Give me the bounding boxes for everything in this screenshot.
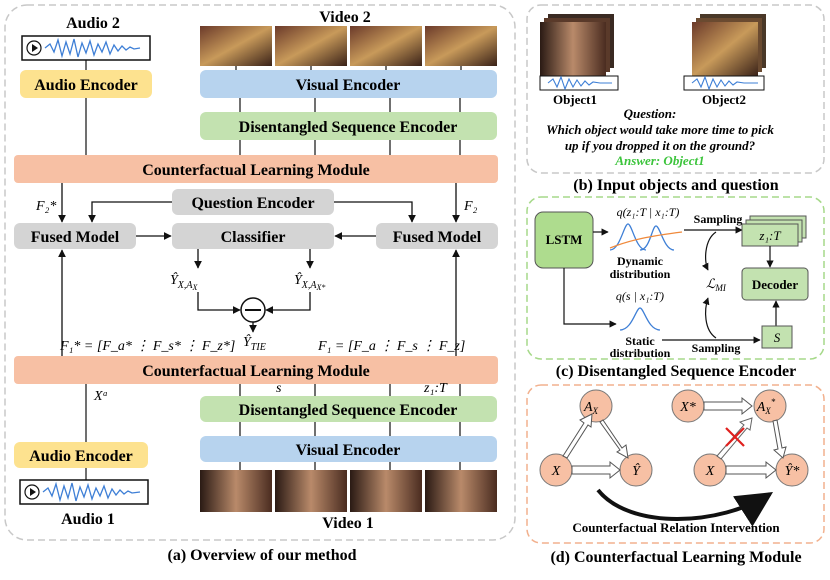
clm-top-label: Counterfactual Learning Module [142,162,370,179]
red-x-icon [725,427,745,447]
fused-model-left [14,223,136,249]
dynamic-label-2: distribution [610,267,671,281]
left-graph-arrows [562,413,629,480]
dse-bottom [200,396,497,422]
audio-encoder-top-label: Audio Encoder [34,77,138,94]
q-dynamic-label: q(z₁:T | x₁:T) [617,205,680,219]
node-xstar-label: X* [679,400,696,415]
dynamic-curve-1 [609,223,647,251]
dynamic-curve-2 [639,225,675,251]
lmi-label: ℒMI [706,276,727,293]
video1-frames [200,470,497,512]
play-icon [24,484,40,500]
sampling-top-label: Sampling [694,212,743,226]
visual-encoder-bottom [200,436,497,462]
clm-bottom [14,356,498,384]
waveform-icon [44,37,141,59]
fused-model-right [376,223,498,249]
visual-encoder-top-label: Visual Encoder [296,77,401,94]
panel-d-border [526,384,825,544]
audio1-waveform [19,479,149,505]
y-right-label: ŶX,AX* [294,271,325,292]
decoder-box [741,267,809,301]
y-left-label: ŶX,AX [170,271,199,292]
node-ax [579,389,613,423]
node-ystar-label: Ŷ* [785,462,800,479]
answer-text: Answer: Object1 [614,153,704,168]
z-box-label: z₁:T [758,228,781,243]
fused-model-left-label: Fused Model [31,229,120,246]
caption-a: (a) Overview of our method [168,547,357,564]
panel-c-border [526,196,825,360]
question-encoder [172,189,334,215]
f2-star-label: F₂* [35,199,56,214]
visual-encoder-bottom-label: Visual Encoder [296,442,401,459]
dynamic-label-1: Dynamic [617,254,664,268]
clm-bottom-label: Counterfactual Learning Module [142,363,370,380]
node-x-label: X [551,464,561,479]
object2-label: Object2 [702,92,746,107]
classifier-label: Classifier [221,229,286,246]
classifier [172,223,334,249]
waveform-icon [42,481,141,503]
play-icon [26,40,42,56]
question-title: Question: [624,106,677,121]
video2-label: Video 2 [319,9,370,26]
s-label: s [276,381,282,396]
xa-label: Xᵃ [93,389,108,404]
dse-top-label: Disentangled Sequence Encoder [239,119,458,136]
lstm-label: LSTM [546,232,583,247]
audio1-label: Audio 1 [61,511,115,528]
intervention-arrow [596,488,774,527]
caption-d: (d) Counterfactual Learning Module [550,549,801,566]
audio-encoder-top [20,70,152,98]
node-x2-label: X [705,464,715,479]
z-label: z₁:T [423,381,448,396]
f1-equation: F₁ = [F_a ⋮ F_s ⋮ F_z] [317,339,465,354]
visual-encoder-top [200,70,497,98]
panel-a-border [4,4,516,541]
fused-model-right-label: Fused Model [393,229,482,246]
decoder-label: Decoder [752,277,798,292]
audio-encoder-bottom [14,442,148,468]
audio-encoder-bottom-label: Audio Encoder [29,448,133,465]
q-static-label: q(s | x₁:T) [616,289,664,303]
object1-label: Object1 [553,92,597,107]
static-label-2: distribution [610,346,671,360]
node-axstar-label: AX* [756,397,776,416]
panel-b-border [526,4,825,174]
video2-frames [200,26,497,66]
object1-image [539,14,619,91]
dynamic-trend [609,231,683,249]
y-tie-label: ŶTIE [243,333,266,353]
intervention-label: Counterfactual Relation Intervention [572,520,780,535]
object2-image [683,14,766,91]
clm-top [14,155,498,183]
audio2-waveform [21,35,151,61]
question-line1: Which object would take more time to pic… [546,122,774,137]
node-y-label: Ŷ [632,462,642,479]
s-box-label: S [774,330,781,345]
dse-top [200,112,497,140]
static-curve [619,307,661,331]
question-line2: up if you dropped it on the ground? [565,138,756,153]
video1-label: Video 1 [322,515,373,532]
caption-c: (c) Disentangled Sequence Encoder [556,363,796,380]
node-axstar [753,389,787,423]
static-label-1: Static [625,334,655,348]
audio2-label: Audio 2 [66,15,120,32]
f1-star-equation: F₁* = [F_a* ⋮ F_s* ⋮ F_z*] [59,339,235,354]
sampling-bottom-label: Sampling [692,341,741,355]
s-box [761,325,793,349]
question-encoder-label: Question Encoder [191,195,314,212]
caption-b: (b) Input objects and question [573,177,778,194]
dse-bottom-label: Disentangled Sequence Encoder [239,402,458,419]
f2-label: F₂ [463,199,478,214]
